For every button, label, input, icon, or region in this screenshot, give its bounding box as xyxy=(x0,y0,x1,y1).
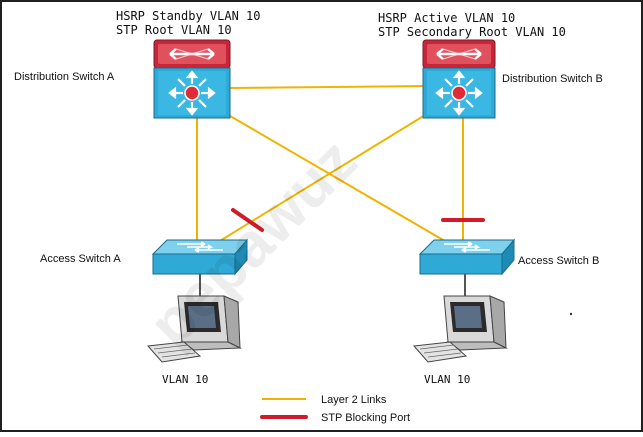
legend-layer2-label: Layer 2 Links xyxy=(321,394,387,406)
dist-a-role-line2: STP Root VLAN 10 xyxy=(116,23,232,37)
access-switch-b-icon[interactable] xyxy=(418,238,516,276)
pc-a-vlan-label: VLAN 10 xyxy=(162,373,208,386)
dist-a-label: Distribution Switch A xyxy=(14,71,115,83)
dist-b-role-line1: HSRP Active VLAN 10 xyxy=(378,11,515,25)
pc-b-icon[interactable] xyxy=(412,295,508,363)
pc-b-vlan-label: VLAN 10 xyxy=(424,373,470,386)
access-a-label: Access Switch A xyxy=(40,253,121,265)
dist-b-role-line2: STP Secondary Root VLAN 10 xyxy=(378,25,566,39)
access-switch-a-icon[interactable] xyxy=(151,238,249,276)
legend-blocking-label: STP Blocking Port xyxy=(321,412,410,424)
link-distA-distB xyxy=(229,85,426,89)
legend: Layer 2 Links STP Blocking Port xyxy=(260,394,410,424)
distribution-switch-a-icon[interactable] xyxy=(153,39,231,119)
stray-dot xyxy=(569,312,573,316)
pc-a-icon[interactable] xyxy=(146,295,242,363)
dist-b-label: Distribution Switch B xyxy=(502,73,603,85)
distribution-switch-b-icon[interactable] xyxy=(422,39,496,119)
stp-blocking-marks xyxy=(231,208,485,232)
dist-a-role-line1: HSRP Standby VLAN 10 xyxy=(116,9,261,23)
link-distA-accessB xyxy=(224,112,451,245)
stp-block-accessA-uplink xyxy=(231,208,264,232)
access-b-label: Access Switch B xyxy=(518,255,599,267)
link-distB-accessA xyxy=(209,111,431,248)
